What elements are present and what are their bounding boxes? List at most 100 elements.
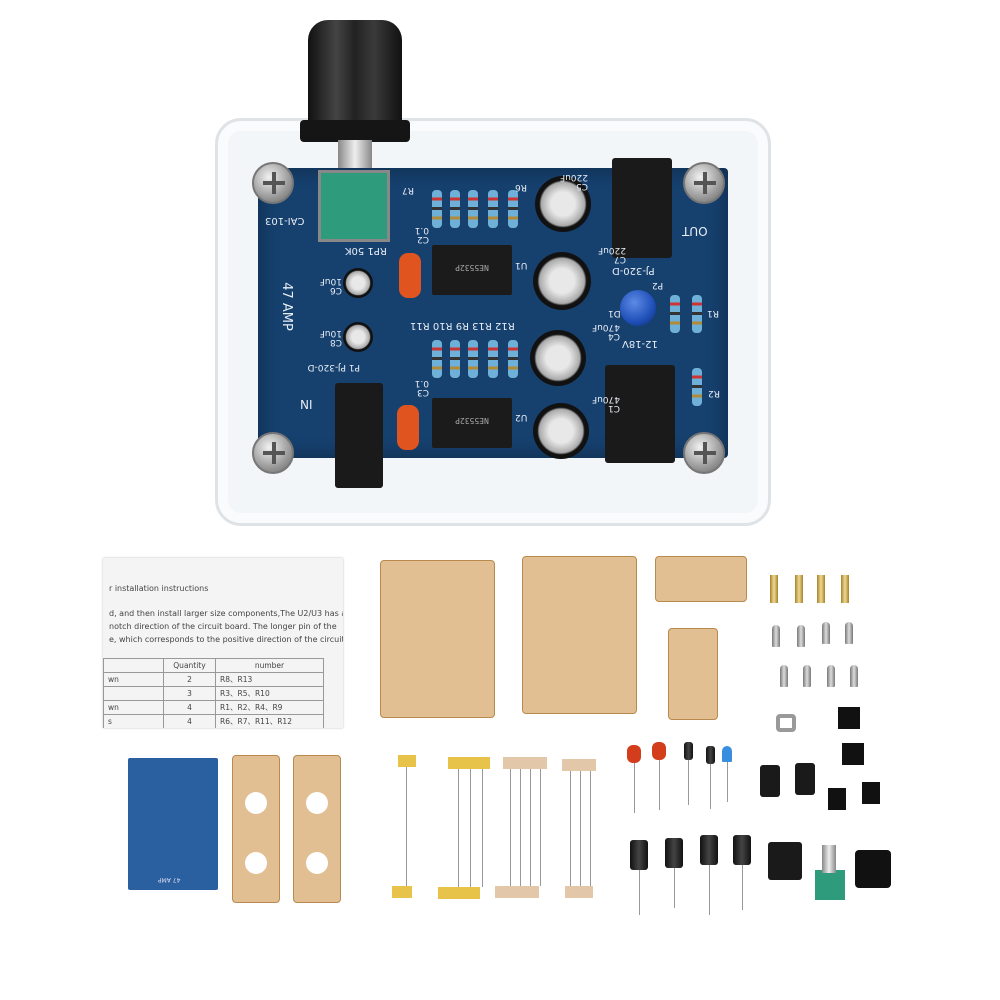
electrolytic-capacitor	[665, 838, 683, 868]
audio-jack	[795, 763, 815, 795]
resistor-strip	[438, 887, 480, 899]
blue-led	[722, 746, 732, 762]
electrolytic-capacitor	[630, 840, 648, 870]
resistor-r2	[692, 368, 702, 406]
capacitor-c8	[343, 322, 373, 352]
output-jack[interactable]	[612, 158, 672, 258]
pcb-label: P2	[652, 280, 664, 290]
acrylic-side-panel	[655, 556, 747, 602]
pcb-label: RP1 50K	[345, 245, 387, 256]
volume-knob[interactable]	[300, 20, 410, 142]
pcb-label: C3 0.1	[414, 378, 429, 397]
capacitor-c1	[533, 403, 589, 459]
ic-chip	[828, 788, 846, 810]
pcb-label: R6	[515, 182, 527, 192]
small-capacitor	[706, 746, 715, 764]
input-jack[interactable]	[335, 383, 383, 488]
pcb-label: C1 470uF	[591, 394, 620, 413]
led-d1	[620, 290, 656, 326]
resistor-strip	[398, 755, 416, 767]
acrylic-panel	[380, 560, 495, 718]
capacitor-c4	[530, 330, 586, 386]
potentiometer	[318, 170, 390, 242]
acrylic-panel	[522, 556, 637, 714]
knob	[855, 850, 891, 888]
dc-jack	[768, 842, 802, 880]
resistor	[488, 340, 498, 378]
pcb-label: R12 R13 R9 R10 R11	[410, 320, 515, 331]
small-capacitor	[684, 742, 693, 760]
ic-socket	[838, 707, 860, 729]
screw	[772, 625, 780, 647]
screw	[780, 665, 788, 687]
pcb-label: C7 220uF	[597, 245, 626, 264]
resistor	[432, 340, 442, 378]
resistor	[508, 340, 518, 378]
pcb-label: U2	[515, 412, 528, 422]
resistor	[468, 340, 478, 378]
resistor	[432, 190, 442, 228]
screw	[827, 665, 835, 687]
standoff	[841, 575, 849, 603]
acrylic-bracket	[293, 755, 341, 903]
pot-shaft	[822, 845, 836, 873]
instruction-sheet: r installation instructions d, and then …	[103, 558, 343, 728]
resistor-strip	[448, 757, 490, 769]
pcb-label: U1	[515, 260, 528, 270]
pcb-label: C5 220uF	[559, 172, 588, 191]
pcb-label: C8 10uF	[319, 328, 342, 347]
acrylic-side-panel	[668, 628, 718, 720]
pcb-label: OUT	[682, 224, 708, 238]
capacitor-c3	[397, 405, 419, 450]
resistor	[468, 190, 478, 228]
film-capacitor	[652, 742, 666, 760]
pcb-label: 47 AMP	[278, 282, 294, 331]
bare-pcb: 47 AMP	[128, 758, 218, 890]
resistor-r3	[670, 295, 680, 333]
capacitor-c2	[399, 253, 421, 298]
pcb-label: R1	[707, 308, 719, 318]
screw-icon	[252, 162, 294, 204]
ic-socket	[842, 743, 864, 765]
screw	[797, 625, 805, 647]
pcb-label: C4 470uF	[591, 322, 620, 341]
audio-jack	[760, 765, 780, 797]
potentiometer	[815, 870, 845, 900]
screw-icon	[683, 162, 725, 204]
resistor	[508, 190, 518, 228]
pcb-label: D1	[608, 308, 621, 318]
chip-u1: NE5532P	[432, 245, 512, 295]
pcb-label: C2 0.1	[414, 225, 429, 244]
chip-u2: NE5532P	[432, 398, 512, 448]
resistor	[488, 190, 498, 228]
electrolytic-capacitor	[733, 835, 751, 865]
standoff	[795, 575, 803, 603]
ic-chip	[862, 782, 880, 804]
screw	[822, 622, 830, 644]
pcb-label: 12-18V	[622, 338, 658, 349]
capacitor-c7	[533, 252, 591, 310]
standoff	[770, 575, 778, 603]
electrolytic-capacitor	[700, 835, 718, 865]
screw-icon	[252, 432, 294, 474]
resistor-strip	[562, 759, 596, 771]
resistor-strip	[392, 886, 412, 898]
pcb-label: C6 10uF	[319, 276, 342, 295]
standoff	[817, 575, 825, 603]
pcb-label: PJ-320-D	[612, 265, 655, 276]
pcb-label: CAI-103	[265, 215, 305, 226]
pcb-label: IN	[300, 397, 313, 411]
resistor-strip	[495, 886, 539, 898]
resistor-strip	[565, 886, 593, 898]
capacitor-c6	[343, 268, 373, 298]
pcb-label: R2	[708, 388, 720, 398]
power-jack[interactable]	[605, 365, 675, 463]
screw	[850, 665, 858, 687]
screw	[803, 665, 811, 687]
resistor-strip	[503, 757, 547, 769]
hex-nut	[776, 714, 796, 732]
resistor	[450, 190, 460, 228]
screw-icon	[683, 432, 725, 474]
resistor-r1	[692, 295, 702, 333]
